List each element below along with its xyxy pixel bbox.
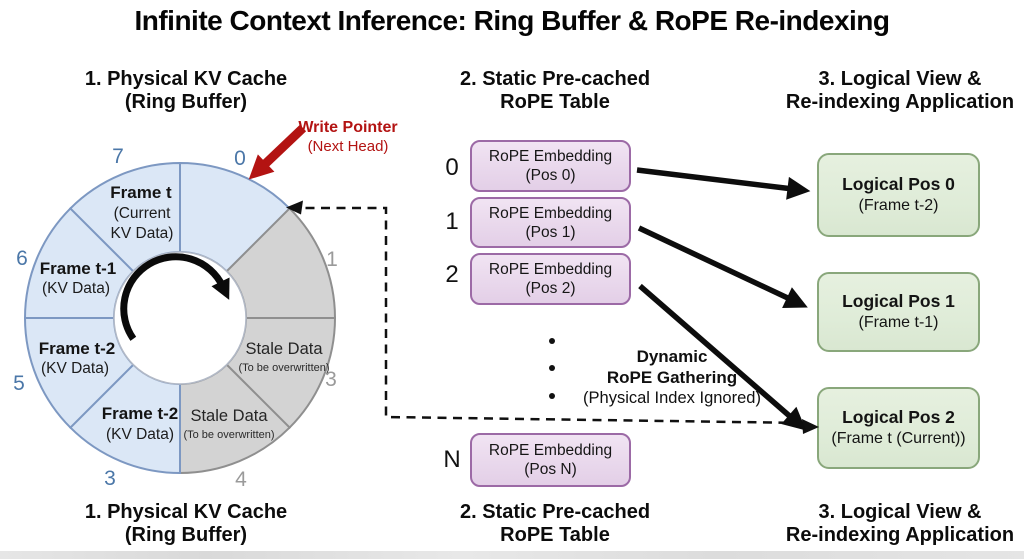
ring-number-1: 1	[326, 248, 338, 271]
stale-bottom-sub: (To be overwritten)	[183, 429, 274, 441]
logical-box-2-line1: Logical Pos 2	[842, 407, 955, 427]
footer-physical-kv-cache: 1. Physical KV Cache (Ring Buffer)	[26, 501, 346, 547]
logical-box-0-line2: (Frame t-2)	[858, 197, 939, 214]
ring-inner-circle	[113, 251, 247, 385]
logical-box-1-line1: Logical Pos 1	[842, 291, 955, 311]
ring-segment-6-frame-t1	[23, 206, 135, 319]
write-pointer-label: Write Pointer (Next Head)	[266, 118, 430, 156]
ring-number-6: 6	[16, 247, 28, 270]
logical-pos-box-0: Logical Pos 0 (Frame t-2)	[817, 153, 980, 237]
gathering-line1: Dynamic	[636, 347, 708, 366]
frame-t-sub1: (Current	[114, 205, 172, 222]
frame-t-title: Frame t	[110, 183, 172, 202]
rope-index-n: N	[443, 446, 461, 473]
stale-right-title: Stale Data	[245, 340, 323, 358]
rope-box-1-line2: (Pos 1)	[525, 223, 576, 241]
rope-box-n-line1: RoPE Embedding	[488, 442, 613, 459]
ring-segment-2-stale-data	[225, 317, 337, 430]
arrow-pos1-to-logical1	[637, 225, 808, 309]
ring-number-3-active: 3	[104, 467, 116, 490]
write-pointer-title: Write Pointer	[298, 119, 398, 136]
rope-embedding-box-2: RoPE Embedding (Pos 2)	[470, 253, 631, 305]
ring-number-0: 0	[234, 147, 246, 170]
frame-t2-bottom-sub: (KV Data)	[106, 426, 174, 443]
frame-t2-left-title: Frame t-2	[39, 339, 116, 358]
bottom-edge-artifact	[0, 551, 1024, 559]
footer-rope-table-line1: 2. Static Pre-cached	[459, 501, 651, 523]
header-physical-kv-cache-line1: 1. Physical KV Cache	[84, 68, 288, 90]
page-title: Infinite Context Inference: Ring Buffer …	[134, 5, 890, 36]
arrow-pos0-to-logical0	[636, 167, 811, 200]
ring-segment-0-next-head	[179, 161, 292, 273]
frame-t1-sub: (KV Data)	[42, 280, 110, 297]
logical-pos-box-1: Logical Pos 1 (Frame t-1)	[817, 272, 980, 352]
rope-box-1-line1: RoPE Embedding	[488, 204, 613, 222]
rope-index-2: 2	[445, 261, 459, 288]
gathering-line2: RoPE Gathering	[606, 368, 738, 387]
frame-t2-bottom-title: Frame t-2	[102, 404, 179, 423]
gather-dashed-arrowhead-ring	[286, 200, 303, 215]
ring-segment-4-frame-t2	[68, 363, 181, 475]
ring-segment-1-stale	[225, 206, 337, 319]
footer-logical-view-line1: 3. Logical View &	[818, 501, 982, 523]
ring-number-4: 4	[235, 468, 247, 491]
footer-physical-kv-cache-line1: 1. Physical KV Cache	[84, 501, 288, 523]
logical-box-0-line1: Logical Pos 0	[842, 174, 955, 194]
rope-embedding-box-n: RoPE Embedding (Pos N)	[470, 433, 631, 487]
ring-segment-5-frame-t2	[23, 317, 135, 430]
logical-pos-box-2: Logical Pos 2 (Frame t (Current))	[817, 387, 980, 469]
ellipsis-dot	[549, 338, 555, 344]
rope-gathering-annotation: Dynamic RoPE Gathering (Physical Index I…	[520, 346, 824, 409]
rope-box-2-line2: (Pos 2)	[525, 280, 576, 297]
header-rope-table-line1: 2. Static Pre-cached	[459, 68, 651, 90]
ring-segment-7-frame-t	[68, 161, 181, 273]
footer-rope-table-line2: RoPE Table	[500, 524, 610, 546]
ring-segment-3-stale-data	[179, 363, 292, 475]
gathering-line3: (Physical Index Ignored)	[583, 389, 761, 407]
rope-index-0: 0	[445, 154, 459, 181]
ring-number-5: 5	[13, 372, 25, 395]
rope-embedding-box-1: RoPE Embedding (Pos 1)	[470, 197, 631, 248]
stale-right-sub: (To be overwritten)	[238, 362, 329, 374]
logical-box-1-line2: (Frame t-1)	[858, 314, 939, 331]
rope-box-0-line2: (Pos 0)	[525, 167, 576, 184]
rope-embedding-box-0: RoPE Embedding (Pos 0)	[470, 140, 631, 192]
footer-logical-view: 3. Logical View & Re-indexing Applicatio…	[740, 501, 1024, 547]
frame-t2-left-sub: (KV Data)	[41, 360, 109, 377]
footer-logical-view-line2: Re-indexing Application	[785, 524, 1015, 546]
rope-index-1: 1	[445, 208, 459, 235]
header-rope-table: 2. Static Pre-cached RoPE Table	[395, 68, 715, 114]
header-physical-kv-cache: 1. Physical KV Cache (Ring Buffer)	[26, 68, 346, 114]
header-logical-view: 3. Logical View & Re-indexing Applicatio…	[740, 68, 1024, 114]
header-logical-view-line2: Re-indexing Application	[785, 91, 1015, 113]
ring-number-7: 7	[112, 145, 124, 168]
rotation-direction-arrow	[120, 253, 230, 341]
stale-bottom-title: Stale Data	[190, 407, 268, 425]
rope-box-n-line2: (Pos N)	[524, 461, 577, 478]
rope-box-0-line1: RoPE Embedding	[488, 148, 613, 165]
frame-t-sub2: KV Data)	[111, 225, 174, 242]
logical-box-2-line2: (Frame t (Current))	[831, 430, 966, 447]
ring-number-3-stale: 3	[325, 368, 337, 391]
frame-t1-title: Frame t-1	[40, 259, 117, 278]
footer-physical-kv-cache-line2: (Ring Buffer)	[124, 524, 248, 546]
footer-rope-table: 2. Static Pre-cached RoPE Table	[395, 501, 715, 547]
write-pointer-subtitle: (Next Head)	[307, 138, 389, 155]
rope-box-2-line1: RoPE Embedding	[488, 261, 613, 278]
header-logical-view-line1: 3. Logical View &	[818, 68, 982, 90]
header-rope-table-line2: RoPE Table	[500, 91, 610, 113]
header-physical-kv-cache-line2: (Ring Buffer)	[124, 91, 248, 113]
